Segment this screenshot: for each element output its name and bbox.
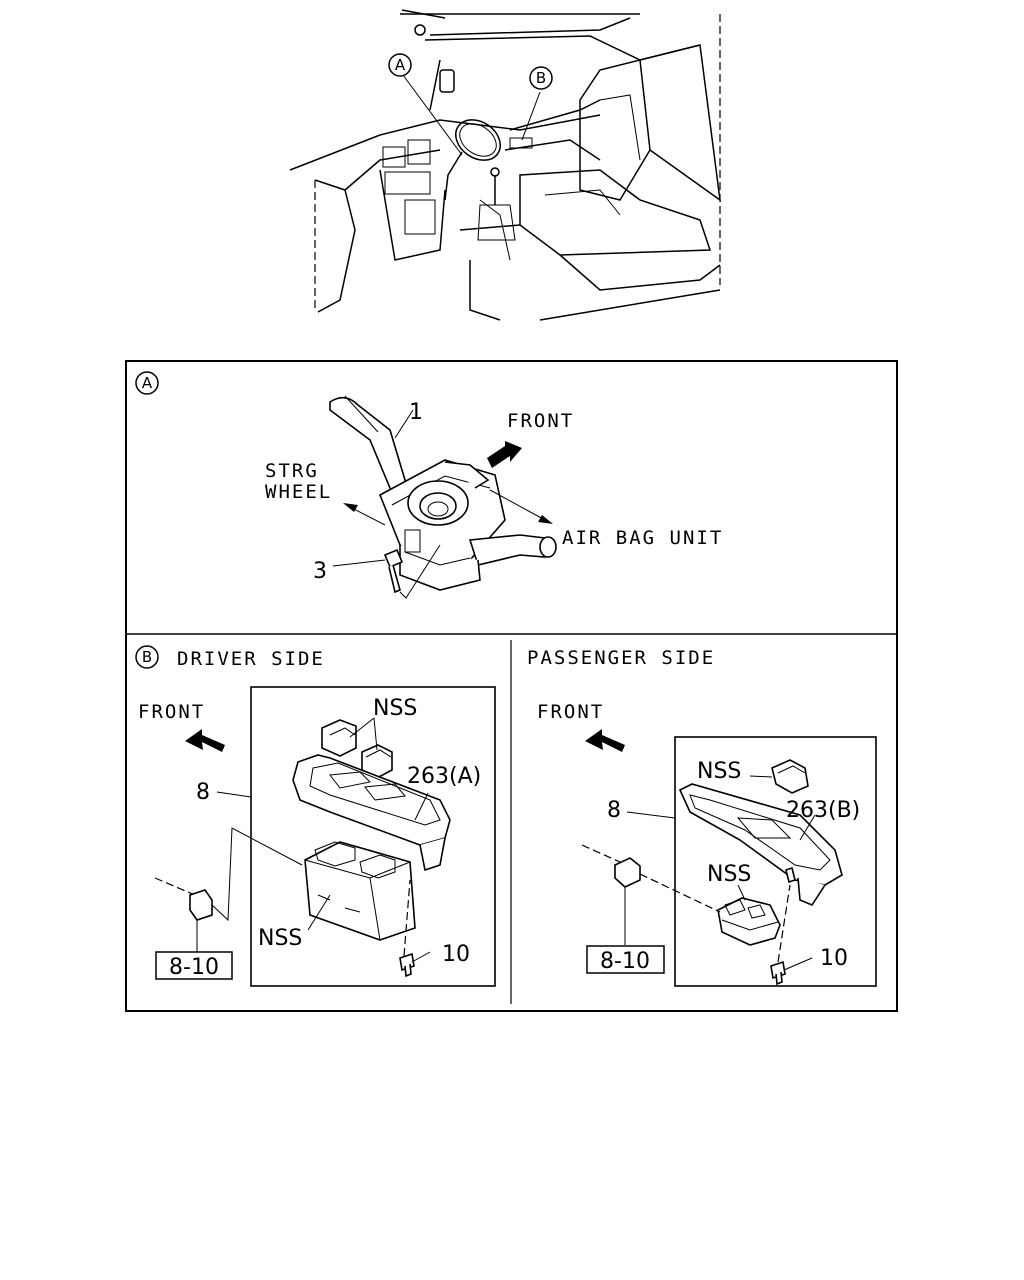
driver-part-8-label: 8 bbox=[196, 780, 210, 805]
part-3-label: 3 bbox=[313, 559, 327, 584]
driver-side-title: DRIVER SIDE bbox=[177, 648, 325, 670]
driver-part-263a-label: 263(A) bbox=[407, 764, 481, 789]
section-b-marker-circle bbox=[135, 645, 159, 669]
passenger-switch-assembly bbox=[678, 759, 843, 986]
section-b-marker: B bbox=[142, 648, 152, 666]
combination-switch-illustration bbox=[329, 395, 557, 591]
passenger-nss-mid-label: NSS bbox=[707, 862, 751, 887]
callout-b-label: B bbox=[536, 69, 546, 87]
driver-wire-harness bbox=[154, 877, 196, 896]
front-label-passenger: FRONT bbox=[537, 701, 604, 723]
screw-part-3 bbox=[383, 548, 404, 594]
section-a-marker: A bbox=[142, 374, 153, 392]
front-label-driver: FRONT bbox=[138, 701, 205, 723]
passenger-part-263b-label: 263(B) bbox=[786, 798, 860, 823]
detail-frame bbox=[125, 360, 898, 1012]
driver-part-10-label: 10 bbox=[442, 942, 470, 967]
strg-wheel-label-line1: STRG bbox=[265, 460, 319, 482]
section-a-marker-circle bbox=[135, 371, 159, 395]
passenger-part-8-label: 8 bbox=[607, 798, 621, 823]
passenger-ref-box bbox=[586, 945, 665, 974]
part-1-label: 1 bbox=[409, 400, 423, 425]
callout-a-label: A bbox=[395, 56, 406, 74]
front-arrow-a bbox=[487, 441, 522, 468]
driver-ref-box-label: 8-10 bbox=[169, 955, 219, 980]
passenger-inset-box bbox=[674, 736, 877, 987]
passenger-connector bbox=[614, 857, 641, 888]
driver-nss-bottom-label: NSS bbox=[258, 926, 302, 951]
front-arrow-passenger bbox=[585, 729, 625, 752]
passenger-nss-top-label: NSS bbox=[697, 759, 741, 784]
driver-inset-box bbox=[250, 686, 496, 987]
passenger-wire-harness bbox=[581, 844, 621, 863]
air-bag-arrow bbox=[538, 515, 553, 524]
driver-connector bbox=[189, 889, 213, 921]
front-arrow-driver bbox=[185, 729, 225, 752]
front-label-a: FRONT bbox=[507, 410, 574, 432]
air-bag-unit-label: AIR BAG UNIT bbox=[562, 527, 723, 549]
passenger-part-10-label: 10 bbox=[820, 946, 848, 971]
cab-interior-illustration bbox=[289, 9, 721, 321]
passenger-ref-box-label: 8-10 bbox=[600, 949, 650, 974]
driver-ref-box bbox=[155, 951, 233, 980]
passenger-side-title: PASSENGER SIDE bbox=[527, 647, 715, 669]
strg-wheel-arrow bbox=[343, 503, 358, 512]
strg-wheel-label-line2: WHEEL bbox=[265, 481, 332, 503]
driver-switch-assembly bbox=[292, 719, 451, 978]
driver-nss-top-label: NSS bbox=[373, 696, 417, 721]
